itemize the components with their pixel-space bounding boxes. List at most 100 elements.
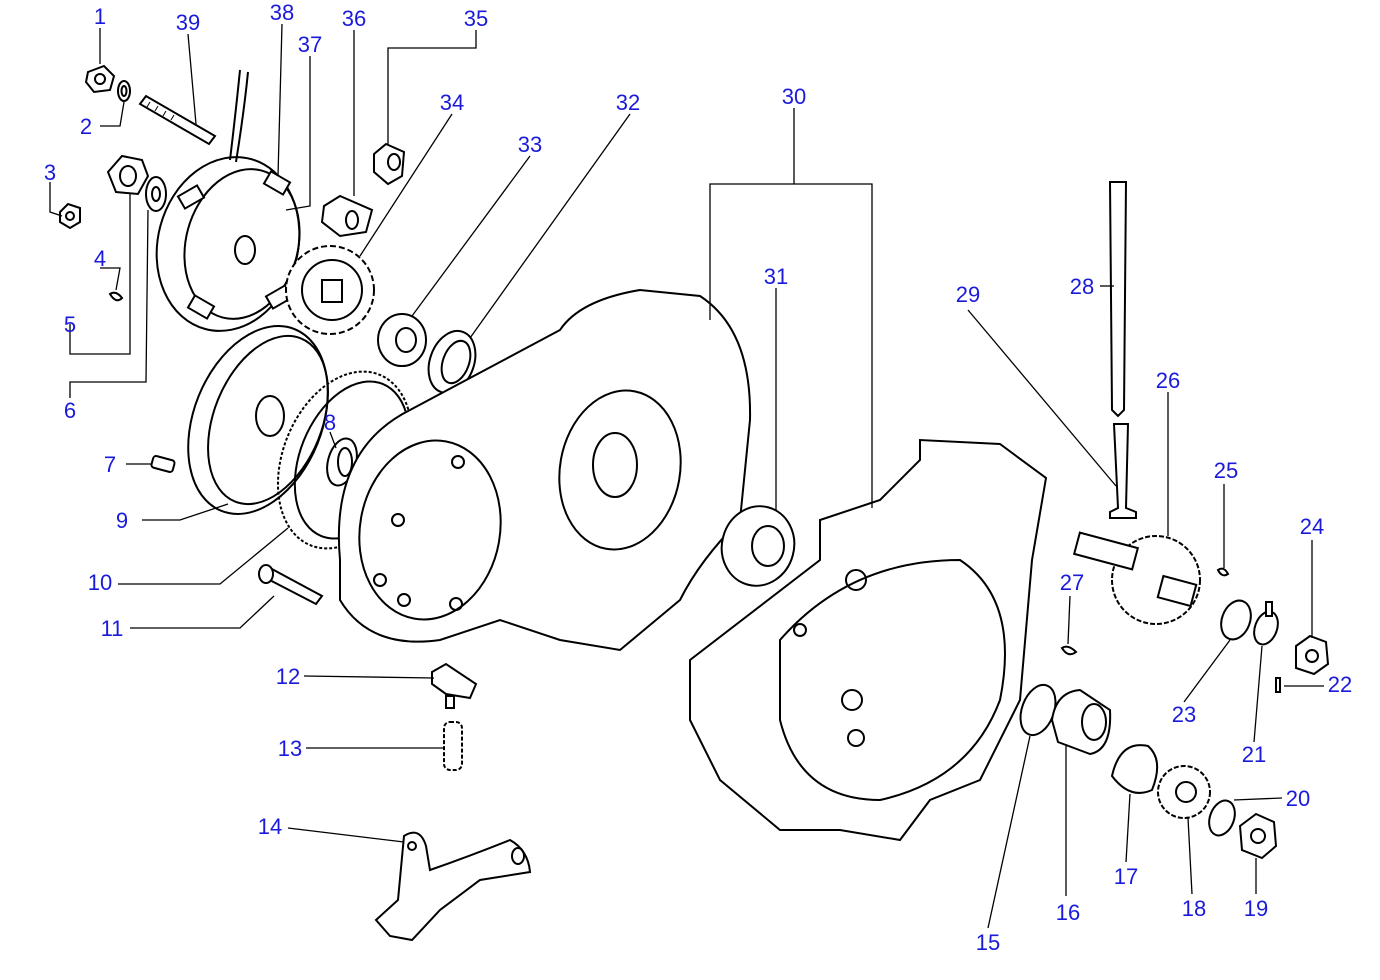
leader-8 <box>329 431 337 449</box>
leader-14 <box>287 827 405 843</box>
callout-16: 16 <box>1056 900 1080 925</box>
part-gear-18 <box>1157 765 1211 819</box>
callout-6: 6 <box>64 398 76 423</box>
part-cover-9 <box>187 325 329 515</box>
leader-39 <box>187 33 197 125</box>
callout-14: 14 <box>258 814 282 839</box>
callout-labels: 1 2 3 4 5 6 7 8 9 10 11 12 13 14 15 16 1… <box>44 0 1352 955</box>
leader-21 <box>1253 645 1263 743</box>
callout-2: 2 <box>80 114 92 139</box>
leader-3 <box>49 182 63 217</box>
part-bush-35 <box>373 142 406 186</box>
part-nut-24 <box>1295 634 1330 676</box>
part-bracket-14 <box>374 831 532 942</box>
callout-12: 12 <box>276 664 300 689</box>
callout-10: 10 <box>88 570 112 595</box>
callout-38: 38 <box>270 0 294 25</box>
part-bearing-31 <box>720 505 796 587</box>
part-bolt-11 <box>258 564 324 606</box>
leader-30 <box>709 108 795 320</box>
part-bearing-33 <box>377 313 427 367</box>
callout-27: 27 <box>1060 570 1084 595</box>
part-key-27 <box>1060 645 1078 656</box>
callout-20: 20 <box>1286 786 1310 811</box>
leader-17 <box>1125 793 1131 863</box>
leader-5 <box>69 194 131 355</box>
part-plug-12 <box>431 662 478 709</box>
callout-28: 28 <box>1070 274 1094 299</box>
callout-26: 26 <box>1156 368 1180 393</box>
leader-6 <box>69 209 149 398</box>
leader-10 <box>118 527 289 585</box>
leader-23 <box>1183 639 1231 703</box>
leader-30b <box>794 183 873 508</box>
leader-2 <box>100 101 125 127</box>
callout-7: 7 <box>104 452 116 477</box>
callout-37: 37 <box>298 32 322 57</box>
callout-15: 15 <box>976 930 1000 955</box>
part-nut-3 <box>59 202 81 230</box>
callout-36: 36 <box>342 6 366 31</box>
callout-11: 11 <box>101 616 124 641</box>
part-washer-23 <box>1220 599 1252 641</box>
callout-9: 9 <box>116 508 128 533</box>
part-tab-washer-21 <box>1253 601 1279 646</box>
part-nut-19 <box>1238 812 1278 860</box>
part-crankcase-cover <box>337 288 752 652</box>
leader-18 <box>1187 817 1193 895</box>
part-gear-shaft-26 <box>1072 531 1201 625</box>
callout-23: 23 <box>1172 702 1196 727</box>
leader-11 <box>130 595 275 629</box>
callout-13: 13 <box>278 736 302 761</box>
part-hex-nut-5 <box>106 154 150 196</box>
leader-12 <box>303 675 435 679</box>
callout-35: 35 <box>464 6 488 31</box>
leader-38 <box>277 23 283 177</box>
callout-18: 18 <box>1182 896 1206 921</box>
leader-32 <box>469 113 631 339</box>
callout-30: 30 <box>782 84 806 109</box>
callout-1: 1 <box>94 4 106 29</box>
part-washer-2 <box>117 80 131 102</box>
part-screw-7 <box>150 455 176 473</box>
leader-33 <box>411 155 531 317</box>
part-cam-17 <box>1110 744 1159 794</box>
part-crankcase <box>689 438 1048 842</box>
callout-17: 17 <box>1114 864 1138 889</box>
leader-lines <box>49 23 1324 929</box>
callout-32: 32 <box>616 90 640 115</box>
leader-34 <box>359 113 453 257</box>
part-sleeve-16 <box>1050 688 1112 756</box>
leader-27 <box>1067 595 1071 645</box>
callout-4: 4 <box>94 246 106 271</box>
leader-15 <box>987 735 1031 929</box>
leader-37 <box>285 56 311 211</box>
callout-5: 5 <box>64 312 76 337</box>
part-rod-28 <box>1108 181 1128 418</box>
callout-24: 24 <box>1300 514 1324 539</box>
callout-29: 29 <box>956 282 980 307</box>
leader-9 <box>142 503 229 521</box>
part-washer-6 <box>145 176 167 212</box>
callout-39: 39 <box>176 10 200 35</box>
leader-4 <box>100 267 121 291</box>
callout-22: 22 <box>1328 672 1352 697</box>
callout-8: 8 <box>324 410 336 435</box>
leader-29 <box>967 309 1117 487</box>
part-pin-25 <box>1216 567 1230 577</box>
part-oil-seal-32 <box>427 330 477 394</box>
callout-33: 33 <box>518 132 542 157</box>
part-sprocket-34 <box>285 245 375 335</box>
callout-34: 34 <box>440 90 464 115</box>
callout-31: 31 <box>764 264 788 289</box>
callout-25: 25 <box>1214 458 1238 483</box>
part-key-4 <box>108 291 124 302</box>
part-nut-1 <box>84 64 116 94</box>
part-stud-39 <box>138 94 217 146</box>
part-tab-washer-20 <box>1208 799 1236 837</box>
part-tool-29 <box>1109 423 1137 519</box>
part-stator-38 <box>155 69 301 332</box>
callout-3: 3 <box>44 160 56 185</box>
leader-35 <box>387 30 477 144</box>
